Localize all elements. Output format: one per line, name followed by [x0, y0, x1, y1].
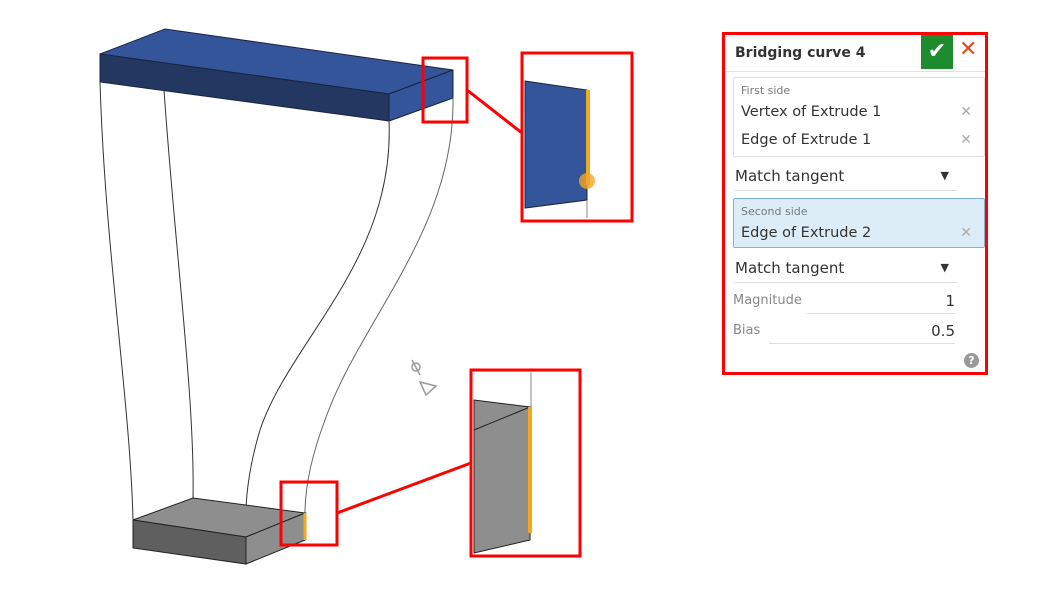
confirm-button[interactable]: ✔	[921, 35, 953, 69]
bridging-curves	[99, 81, 454, 521]
selection-item[interactable]: Edge of Extrude 2✕	[734, 220, 984, 248]
close-icon: ✕	[959, 37, 978, 62]
zoom-inset-top	[524, 80, 595, 218]
3d-viewport[interactable]	[0, 0, 700, 602]
bridging-curve-dialog: Bridging curve 4 ✔ ✕ First side Vertex o…	[722, 32, 988, 375]
dialog-title: Bridging curve 4	[735, 45, 866, 61]
view-cursor-icon	[411, 359, 438, 397]
zoom-inset-bottom	[473, 372, 532, 554]
first-side-match-dropdown[interactable]: Match tangent▼	[735, 164, 957, 191]
second-side-label: Second side	[741, 205, 808, 218]
dialog-header: Bridging curve 4 ✔ ✕	[725, 35, 985, 72]
callout-bottom	[279, 368, 582, 558]
caret-down-icon: ▼	[940, 261, 949, 274]
second-side-match-dropdown[interactable]: Match tangent▼	[735, 256, 957, 283]
magnitude-input[interactable]: 1	[807, 289, 955, 314]
remove-icon[interactable]: ✕	[960, 225, 972, 241]
help-icon[interactable]: ?	[964, 353, 979, 368]
second-side-selection[interactable]: Second side Edge of Extrude 2✕	[733, 198, 985, 248]
check-icon: ✔	[927, 39, 947, 64]
selection-item[interactable]: Edge of Extrude 1✕	[734, 127, 984, 155]
callout-top	[421, 51, 634, 223]
top-extrude[interactable]	[99, 28, 454, 122]
first-side-label: First side	[741, 84, 791, 97]
selection-item[interactable]: Vertex of Extrude 1✕	[734, 99, 984, 127]
remove-icon[interactable]: ✕	[960, 132, 972, 148]
cancel-button[interactable]: ✕	[959, 37, 977, 62]
bottom-extrude[interactable]	[132, 497, 307, 565]
bias-input[interactable]: 0.5	[769, 319, 955, 344]
first-side-selection[interactable]: First side Vertex of Extrude 1✕ Edge of …	[733, 77, 985, 157]
caret-down-icon: ▼	[940, 169, 949, 182]
remove-icon[interactable]: ✕	[960, 104, 972, 120]
